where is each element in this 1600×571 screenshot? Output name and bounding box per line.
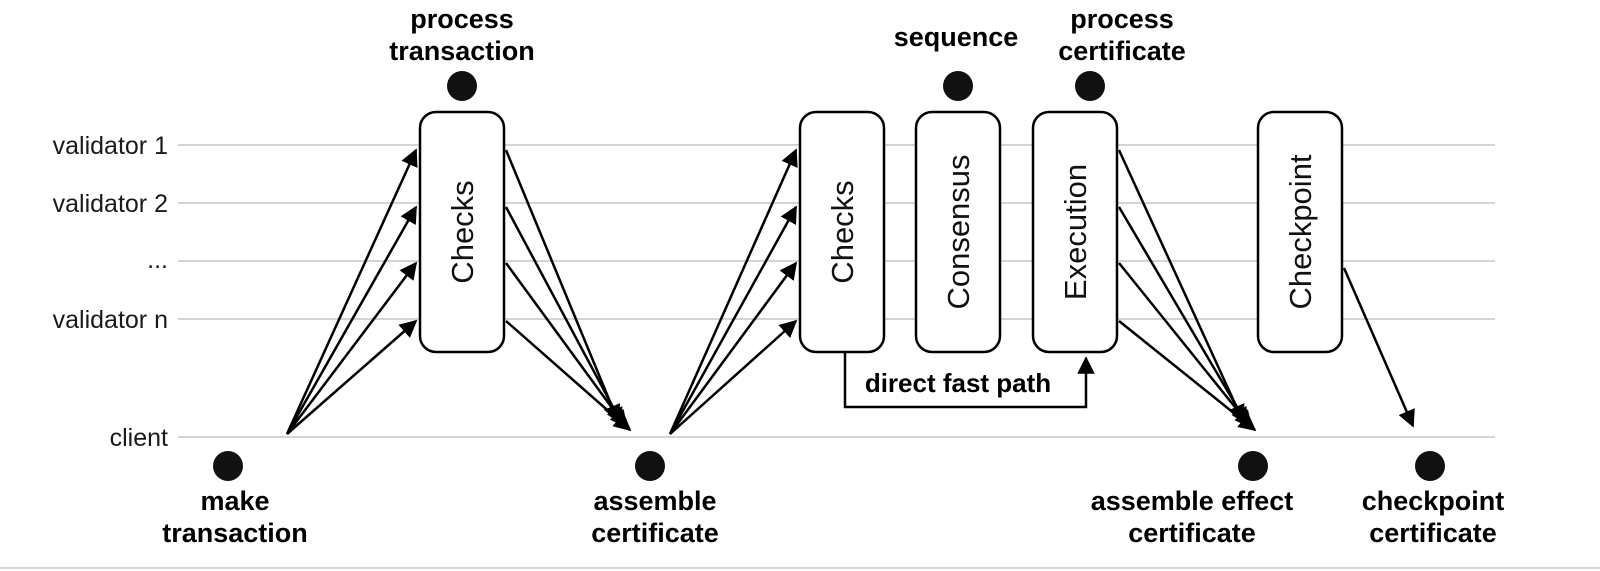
arrow-exec-validator-n-to-client — [1118, 320, 1257, 432]
box-consensus — [914, 110, 1002, 354]
badge-step-4 — [943, 71, 973, 101]
arrow-client-cert-to-validator2 — [668, 205, 798, 435]
label-checkpoint-certificate-2: certificate — [1369, 518, 1497, 548]
arrow-exec-validator1-to-client — [1117, 149, 1245, 423]
fast-path-arrow — [843, 352, 1095, 409]
box-label-checks-1: Checks — [445, 180, 480, 283]
fan-effect-certificate — [1117, 149, 1257, 432]
box-checks-1 — [418, 110, 506, 354]
badge-step-4-num: 4 — [952, 76, 964, 98]
arrow-client-cert-to-validator1 — [668, 148, 798, 435]
arrow-validator-n-to-client — [505, 320, 632, 432]
arrow-exec-validator2-to-client — [1117, 206, 1249, 426]
arrow-client-to-validator1 — [285, 148, 418, 435]
badge-step-7 — [1415, 451, 1445, 481]
arrow-client-to-validator-n — [286, 319, 418, 435]
badge-step-5-num: 5 — [1084, 76, 1095, 98]
box-checks-2 — [798, 110, 886, 354]
badge-step-1 — [213, 451, 243, 481]
arrow-client-to-validator2 — [285, 205, 418, 435]
label-sequence: sequence — [894, 22, 1019, 52]
lane-label-client: client — [110, 424, 168, 452]
arrow-client-cert-to-validator-dots — [668, 261, 798, 435]
lane-label-validator-dots: ... — [147, 246, 168, 274]
label-make-transaction-1: make — [200, 486, 269, 516]
lane-label-validator-n: validator n — [53, 306, 168, 334]
box-label-checkpoint: Checkpoint — [1283, 154, 1318, 309]
lane-label-validator-1: validator 1 — [53, 132, 168, 160]
box-label-execution: Execution — [1058, 164, 1093, 300]
label-assemble-effect-certificate-1: assemble effect — [1091, 486, 1294, 516]
box-label-checks-2: Checks — [825, 180, 860, 283]
badge-step-3-num: 3 — [644, 456, 655, 478]
fast-path-label: direct fast path — [865, 368, 1051, 398]
arrow-exec-validator-dots-to-client — [1118, 262, 1253, 429]
lane-label-validator-2: validator 2 — [53, 190, 168, 218]
label-process-transaction-1: process — [410, 4, 514, 34]
fan-make-transaction — [285, 148, 418, 435]
fan-send-certificate — [668, 148, 798, 435]
badge-step-3 — [635, 451, 665, 481]
step-labels: process transaction sequence process cer… — [162, 4, 1504, 548]
label-make-transaction-2: transaction — [162, 518, 308, 548]
step-badges: 1 2 3 4 5 6 7 — [213, 71, 1445, 481]
arrow-validator2-to-client — [504, 206, 624, 426]
label-checkpoint-certificate-1: checkpoint — [1362, 486, 1505, 516]
label-process-transaction-2: transaction — [389, 36, 535, 66]
phase-boxes: Checks Checks Consensus Execution Checkp… — [418, 110, 1344, 354]
box-label-consensus: Consensus — [941, 154, 976, 309]
box-checkpoint — [1256, 110, 1344, 354]
arrow-client-cert-to-validator-n — [669, 319, 798, 435]
badge-step-2-num: 2 — [456, 76, 467, 98]
badge-step-1-num: 1 — [222, 456, 233, 478]
badge-step-5 — [1075, 71, 1105, 101]
badge-step-2 — [447, 71, 477, 101]
label-process-certificate-1: process — [1070, 4, 1174, 34]
badge-step-6-num: 6 — [1247, 456, 1258, 478]
direct-fast-path: direct fast path — [843, 352, 1095, 409]
lane-labels: validator 1 validator 2 ... validator n … — [53, 132, 168, 452]
arrow-validator1-to-client — [504, 149, 621, 423]
label-assemble-effect-certificate-2: certificate — [1128, 518, 1256, 548]
label-assemble-certificate-1: assemble — [593, 486, 716, 516]
fan-assemble-certificate — [504, 149, 632, 432]
box-execution — [1031, 110, 1119, 354]
arrow-validator-dots-to-client — [504, 262, 628, 429]
arrow-checkpoint-to-client — [1342, 267, 1415, 428]
badge-step-7-num: 7 — [1424, 456, 1435, 478]
label-process-certificate-2: certificate — [1058, 36, 1186, 66]
arrow-client-to-validator-dots — [286, 261, 418, 435]
badge-step-6 — [1238, 451, 1268, 481]
label-assemble-certificate-2: certificate — [591, 518, 719, 548]
